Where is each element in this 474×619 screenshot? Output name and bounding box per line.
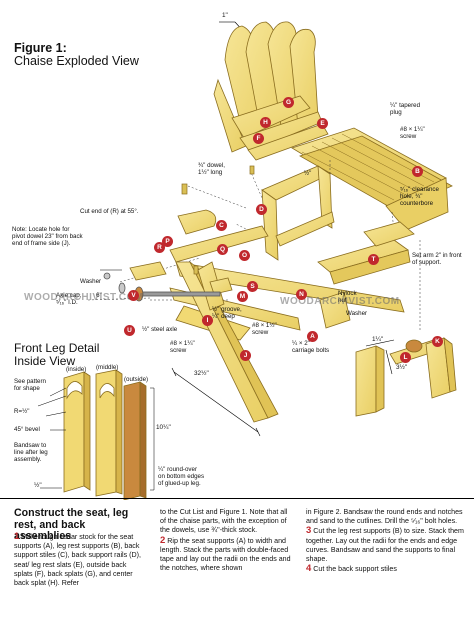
callout-set-arm: Set arm 2" in front of support. bbox=[412, 252, 462, 267]
leg-detail-panels bbox=[63, 369, 147, 500]
step-4-number: 4 bbox=[306, 563, 312, 575]
callout-screw-8x114: #8 × 1¼" screw bbox=[400, 126, 425, 141]
part-badge-n: N bbox=[296, 289, 307, 300]
dimension-lines bbox=[100, 269, 395, 437]
callout-steel-axle: ½" steel axle bbox=[142, 326, 178, 333]
callout-roundover: ¼" round-over on bottom edges of glued-u… bbox=[158, 466, 205, 488]
label-inside: (inside) bbox=[66, 366, 87, 373]
label-outside: (outside) bbox=[124, 376, 149, 383]
column-2-intro: to the Cut List and Figure 1. Note that … bbox=[160, 508, 288, 535]
callout-see-pattern: See pattern for shape bbox=[14, 378, 46, 393]
part-badge-c: C bbox=[216, 220, 227, 231]
part-badge-d: D bbox=[256, 204, 267, 215]
part-badge-e: E bbox=[317, 118, 328, 129]
callout-washer-right: Washer bbox=[346, 310, 368, 317]
part-badge-j: J bbox=[240, 350, 251, 361]
dim-1in: 1" bbox=[222, 12, 228, 19]
part-badge-t: T bbox=[368, 254, 379, 265]
step-3-number: 3 bbox=[306, 525, 312, 537]
step-1-number: 1 bbox=[14, 531, 20, 542]
column-1: 1 Mill enough cedar stock for the seat s… bbox=[14, 532, 144, 588]
part-badge-l: L bbox=[400, 352, 411, 363]
part-badge-a: A bbox=[307, 331, 318, 342]
step-1-text: Mill enough cedar stock for the seat sup… bbox=[14, 533, 141, 588]
dim-1-14: 1¼" bbox=[372, 336, 384, 343]
callout-axle-cap: Axle cap, ⁵⁄₁₆" I.D. bbox=[56, 292, 82, 307]
column-3-intro: in Figure 2. Bandsaw the round ends and … bbox=[306, 508, 463, 526]
callout-screw-8x114b: #8 × 1¼" screw bbox=[170, 340, 195, 355]
leg-detail-leaders bbox=[37, 387, 155, 491]
callout-dowel: ¾" dowel, 1½" long bbox=[198, 162, 225, 177]
part-badge-s: S bbox=[247, 281, 258, 292]
part-badge-h: H bbox=[260, 117, 271, 128]
step-3-text: Cut the leg rest supports (B) to size. S… bbox=[306, 527, 464, 564]
callout-groove: ½" groove, ¼" deep bbox=[212, 306, 242, 321]
callout-nylock-nut: Nylock nut bbox=[338, 290, 357, 305]
part-badge-k: K bbox=[432, 336, 443, 347]
small-hardware bbox=[181, 165, 255, 275]
step-2-number: 2 bbox=[160, 534, 166, 546]
column-3: in Figure 2. Bandsaw the round ends and … bbox=[306, 508, 466, 574]
leg-assembly-left bbox=[129, 261, 233, 311]
callout-screw-8x112: #8 × 1½" screw bbox=[252, 322, 277, 337]
column-2: to the Cut List and Figure 1. Note that … bbox=[160, 508, 292, 573]
part-badge-b: B bbox=[412, 166, 423, 177]
dim-6in: 6" bbox=[96, 292, 102, 299]
part-badge-p: P bbox=[162, 236, 173, 247]
step-2-text: Rip the seat supports (A) to width and l… bbox=[160, 536, 291, 573]
part-badge-o: O bbox=[239, 250, 250, 261]
part-badge-u: U bbox=[124, 325, 135, 336]
watermark-right: WOODARCHIVIST.COM bbox=[280, 296, 400, 307]
callout-bandsaw: Bandsaw to line after leg assembly. bbox=[14, 442, 48, 464]
part-badge-g: G bbox=[283, 97, 294, 108]
dim-3-12: 3½" bbox=[396, 364, 408, 371]
part-badge-i: I bbox=[202, 315, 213, 326]
dim-32-12: 32½" bbox=[194, 370, 209, 377]
section-heading: Construct the seat, leg rest, and back a… bbox=[14, 507, 129, 542]
callout-cut-end: Cut end of (R) at 55°. bbox=[80, 208, 139, 215]
label-middle: (middle) bbox=[96, 364, 119, 371]
callout-half-in: ½" bbox=[304, 170, 312, 177]
back-assembly bbox=[213, 21, 329, 161]
exploded-view-illustration bbox=[37, 21, 457, 500]
part-badge-q: Q bbox=[217, 244, 228, 255]
callout-bevel: 45° bevel bbox=[14, 426, 40, 433]
part-badge-f: F bbox=[253, 133, 264, 144]
leg-assembly-right bbox=[319, 291, 457, 417]
part-badge-v: V bbox=[128, 290, 139, 301]
step-4-text: Cut the back support stiles bbox=[313, 565, 397, 574]
callout-tapered-plug: ¼" tapered plug bbox=[390, 102, 421, 117]
callout-carriage-bolts: ¼ × 2" carriage bolts bbox=[292, 340, 330, 355]
note-pivot-hole: Note: Locate hole for pivot dowel 23" fr… bbox=[12, 226, 83, 248]
callout-washer-top: Washer bbox=[80, 278, 102, 285]
figure2-title: Front Leg Detail Inside View bbox=[14, 341, 100, 368]
frame-assembly bbox=[169, 165, 415, 341]
part-badge-m: M bbox=[237, 291, 248, 302]
axle-parts bbox=[103, 272, 221, 302]
section-divider bbox=[0, 498, 474, 499]
dim-10-14: 10¼" bbox=[156, 424, 171, 431]
callout-clearance-hole: ⁵⁄₁₆" clearance hole, ¾" counterbore bbox=[400, 186, 439, 208]
part-badge-r: R bbox=[154, 242, 165, 253]
dim-half-bottom: ½" bbox=[34, 482, 42, 489]
callout-radius: R=½" bbox=[14, 408, 30, 415]
watermark-left: WOODARCHIVIST.COM bbox=[24, 292, 144, 303]
seat-deck bbox=[291, 127, 453, 231]
figure1-title: Figure 1: Chaise Exploded View bbox=[14, 41, 139, 68]
